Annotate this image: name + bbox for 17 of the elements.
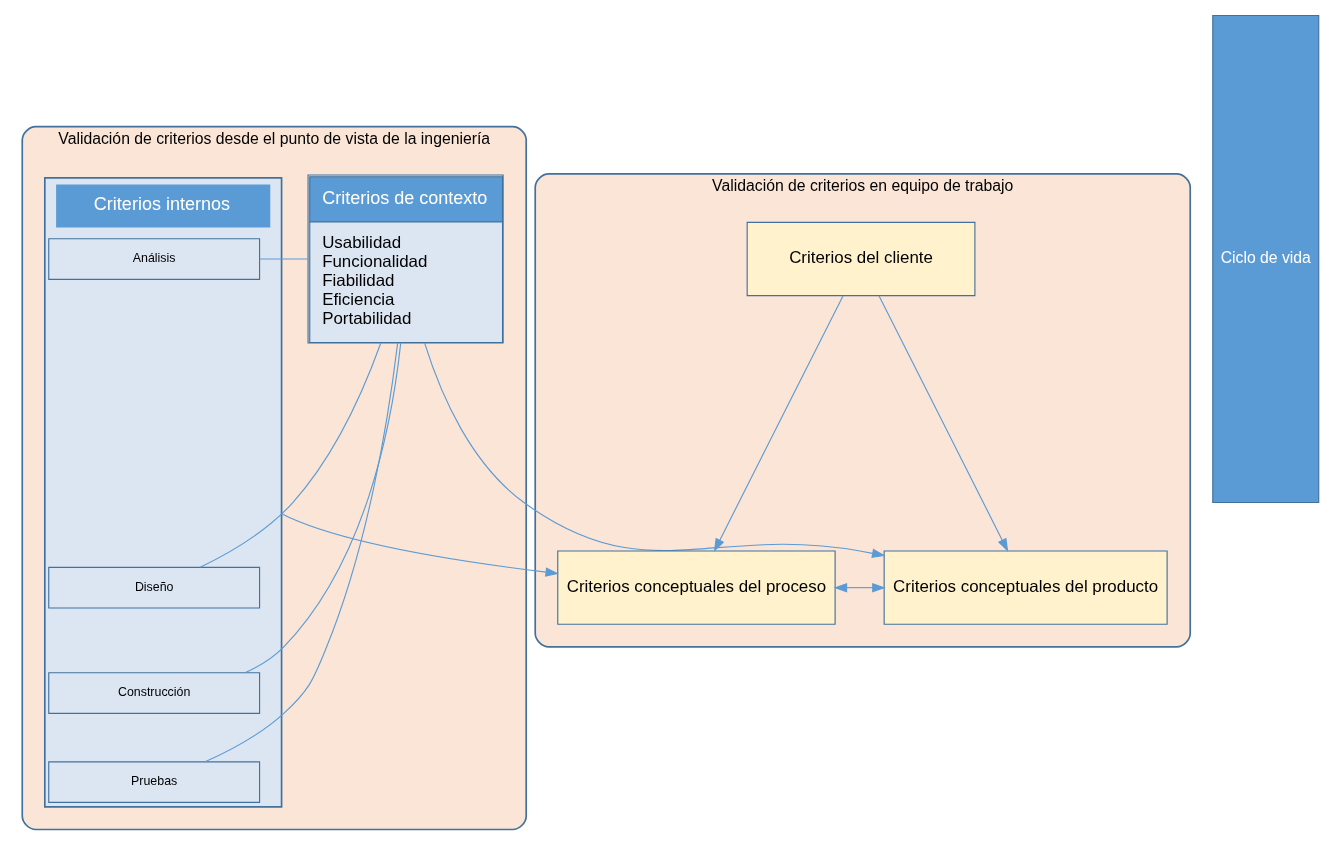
arrow xyxy=(424,342,886,558)
node-box: Ciclo de vida xyxy=(1212,14,1320,504)
arrow xyxy=(878,295,1009,553)
node-box: Construcción xyxy=(48,672,261,714)
connector xyxy=(244,342,402,674)
arrow xyxy=(281,513,559,577)
node-box: Criterios conceptuales del producto xyxy=(883,550,1168,625)
node-box: Criterios conceptuales del proceso xyxy=(557,550,836,625)
node-box: Diseño xyxy=(48,566,261,609)
arrow xyxy=(833,582,886,593)
arrow xyxy=(713,295,844,553)
connector xyxy=(259,258,309,260)
node-box: Pruebas xyxy=(48,761,261,803)
node-box: Criterios del cliente xyxy=(746,221,976,297)
node-box: Análisis xyxy=(48,238,261,280)
connector xyxy=(199,342,382,568)
connector xyxy=(204,342,399,763)
